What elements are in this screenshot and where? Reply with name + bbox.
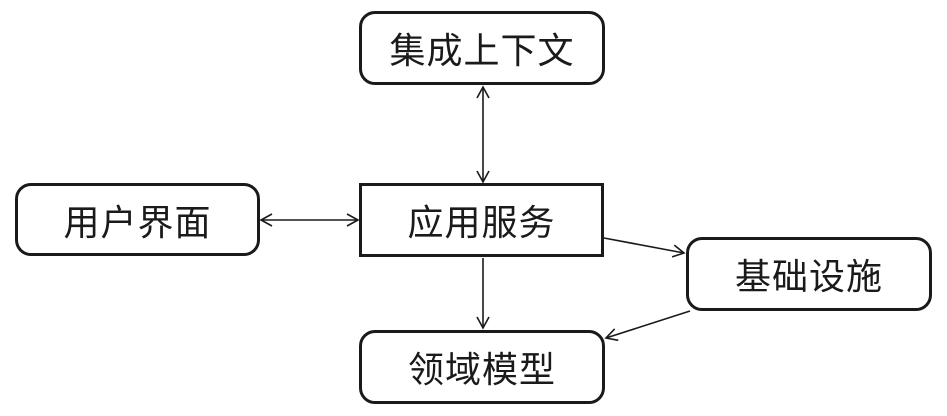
node-user-interface-label: 用户界面 [63,202,212,244]
edge-app-infra [603,237,686,258]
node-domain-model-label: 领域模型 [407,350,556,391]
node-domain-model: 领域模型 [359,330,605,404]
node-infrastructure-label: 基础设施 [734,257,883,298]
node-infrastructure: 基础设施 [686,237,932,311]
edge-infra-domain [604,310,691,342]
node-integration-context: 集成上下文 [359,11,605,85]
node-user-interface: 用户界面 [15,183,260,256]
node-application-service: 应用服务 [359,183,604,257]
node-integration-context-label: 集成上下文 [389,31,575,72]
node-application-service-label: 应用服务 [407,203,556,244]
